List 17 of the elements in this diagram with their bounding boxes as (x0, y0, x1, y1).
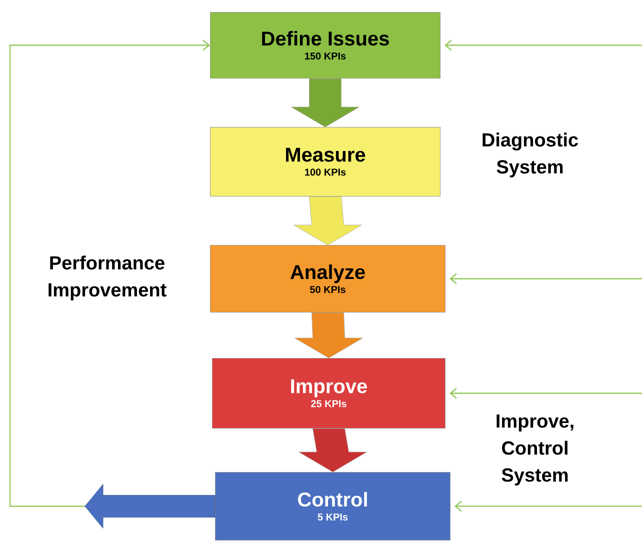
process-box: Measure 100 KPIs (210, 127, 440, 196)
process-box: Analyze 50 KPIs (210, 245, 446, 312)
side-label: Diagnostic System (482, 132, 578, 178)
arrow (444, 40, 642, 51)
process-box: Define Issues 150 KPIs (210, 12, 440, 78)
side-label: Performance Improvement (48, 256, 166, 300)
side-label: Improve, Control System (496, 414, 574, 486)
block-arrow (294, 312, 363, 358)
arrow (454, 500, 642, 512)
arrow (450, 388, 642, 399)
block-arrow (291, 78, 360, 128)
arrow (450, 273, 642, 284)
process-box: Control 5 KPIs (215, 472, 450, 540)
feedback-arrow (9, 40, 216, 528)
block-arrow (298, 428, 367, 472)
process-box: Improve 25 KPIs (212, 358, 446, 428)
block-arrow (294, 196, 362, 246)
